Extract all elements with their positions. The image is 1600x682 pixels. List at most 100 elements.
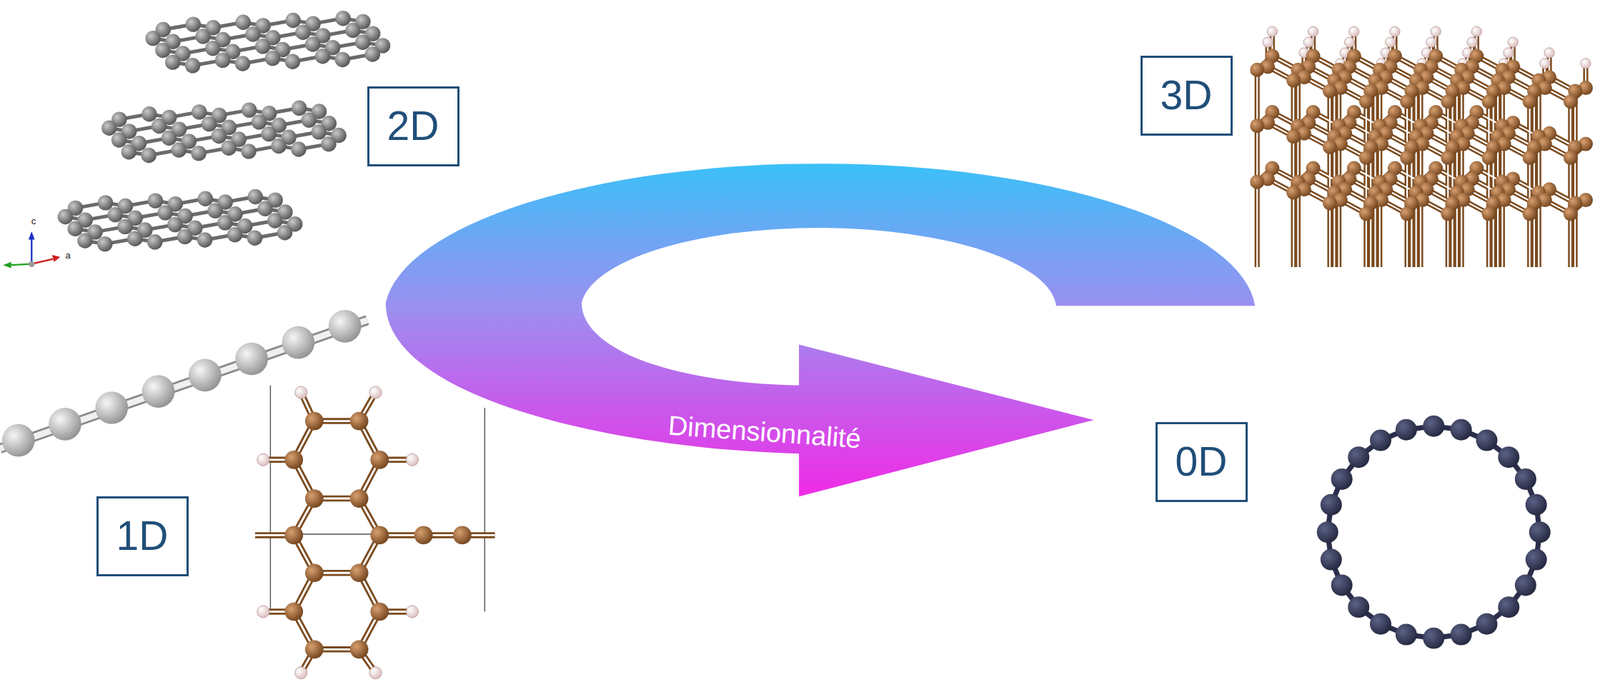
carbon-atom bbox=[157, 205, 173, 221]
carbon-atom bbox=[247, 230, 263, 246]
carbon-atom bbox=[1440, 150, 1455, 166]
carbon-atom bbox=[1347, 446, 1370, 469]
carbon-atom bbox=[197, 232, 213, 248]
carbon-atom bbox=[350, 640, 369, 659]
dimension-label: 0D bbox=[1175, 440, 1228, 484]
bond bbox=[1254, 70, 1260, 127]
carbon-atom bbox=[227, 227, 243, 243]
carbon-atom bbox=[177, 229, 193, 245]
carbon-atom bbox=[315, 48, 331, 64]
carbon-atom bbox=[1522, 150, 1538, 166]
carbon-atom bbox=[251, 114, 267, 130]
carbon-atom bbox=[147, 234, 163, 250]
bond bbox=[1363, 213, 1369, 268]
carbon-atom bbox=[305, 489, 324, 509]
carbon-atom bbox=[370, 603, 389, 622]
axis-a bbox=[31, 259, 53, 265]
carbon-atom bbox=[1440, 206, 1455, 221]
carbon-atom bbox=[145, 30, 161, 46]
bond bbox=[1567, 213, 1573, 268]
carbon-atom bbox=[1317, 521, 1339, 544]
dimension-label: 2D bbox=[387, 105, 440, 148]
hydrogen-atom bbox=[1426, 37, 1437, 48]
carbon-atom bbox=[1331, 574, 1353, 596]
hydrogen-atom bbox=[295, 667, 308, 680]
carbon-atom bbox=[267, 212, 283, 228]
bond-core bbox=[1447, 213, 1449, 268]
carbon-atom bbox=[265, 50, 281, 66]
carbon-atom bbox=[1331, 468, 1353, 491]
carbon-atom bbox=[165, 54, 181, 70]
bond-core bbox=[1256, 125, 1258, 183]
carbon-atom bbox=[155, 42, 171, 58]
carbon-atom bbox=[1440, 94, 1455, 109]
carbon-atom bbox=[67, 221, 83, 237]
carbon-atom bbox=[370, 526, 389, 546]
bond-core bbox=[1365, 213, 1368, 268]
carbon-atom bbox=[207, 202, 223, 218]
dimension-arrow bbox=[385, 163, 1256, 497]
hydrogen-atom bbox=[257, 605, 270, 619]
carbon-atom bbox=[1359, 94, 1374, 109]
hydrogen-atom bbox=[369, 667, 382, 680]
carbon-atom bbox=[1399, 206, 1415, 221]
hydrogen-atom bbox=[405, 453, 419, 466]
carbon-atom bbox=[1249, 118, 1265, 133]
cell-line bbox=[270, 385, 271, 613]
carbon-atom bbox=[277, 225, 293, 241]
hydrogen-atom bbox=[1266, 26, 1277, 37]
axis-c bbox=[30, 238, 33, 265]
carbon-atom bbox=[235, 15, 251, 31]
carbon-atom bbox=[335, 52, 351, 68]
carbon-atom bbox=[107, 207, 123, 223]
carbon-atom bbox=[245, 26, 261, 42]
hydrogen-atom bbox=[1385, 37, 1396, 48]
carbon-atom bbox=[151, 118, 167, 134]
carbon-atom bbox=[197, 191, 213, 207]
carbon-atom bbox=[350, 489, 369, 509]
hydrogen-atom bbox=[1471, 26, 1482, 37]
carbon-atom bbox=[370, 450, 389, 470]
carbon-atom bbox=[1249, 62, 1265, 78]
chain-atom bbox=[188, 358, 222, 392]
carbon-atom bbox=[185, 16, 201, 32]
bond-core bbox=[0, 320, 368, 449]
dimension-box: 2D bbox=[367, 86, 460, 167]
bond-core bbox=[1329, 202, 1331, 268]
hydrogen-atom bbox=[1503, 47, 1514, 58]
chain-atom bbox=[95, 391, 128, 425]
bond bbox=[1486, 213, 1492, 268]
graphene-sheet bbox=[57, 189, 303, 253]
carbon-atom bbox=[290, 141, 306, 157]
carbon-atom bbox=[414, 526, 434, 546]
carbon-atom bbox=[1359, 150, 1374, 166]
carbon-atom bbox=[1249, 175, 1265, 190]
hydrogen-atom bbox=[1539, 58, 1550, 69]
carbon-atom bbox=[1395, 419, 1418, 441]
carbon-atom bbox=[161, 130, 177, 146]
axis-b bbox=[11, 264, 33, 266]
carbon-atom bbox=[1563, 150, 1578, 166]
carbon-atom bbox=[247, 189, 263, 205]
carbon-atom bbox=[117, 219, 133, 235]
molecule bbox=[255, 385, 496, 680]
carbon-atom bbox=[284, 450, 303, 470]
carbon-atom bbox=[1286, 73, 1301, 88]
bond-core bbox=[1256, 70, 1258, 127]
carbon-atom bbox=[140, 147, 156, 163]
hydrogen-atom bbox=[295, 386, 308, 399]
graphene-sheet bbox=[101, 100, 347, 164]
dimension-box: 0D bbox=[1155, 422, 1248, 503]
dimension-label: 1D bbox=[116, 515, 169, 559]
carbon-atom bbox=[1322, 195, 1338, 211]
carbon-atom bbox=[1525, 549, 1548, 571]
carbon-atom bbox=[1286, 129, 1301, 144]
carbon-atom bbox=[1476, 430, 1498, 452]
carbon-atom bbox=[305, 640, 324, 659]
bond-core bbox=[1406, 213, 1408, 268]
axis-label: c bbox=[31, 216, 37, 226]
carbon-atom bbox=[261, 126, 277, 142]
axis-head bbox=[2, 262, 11, 269]
hydrogen-atom bbox=[1344, 37, 1355, 48]
